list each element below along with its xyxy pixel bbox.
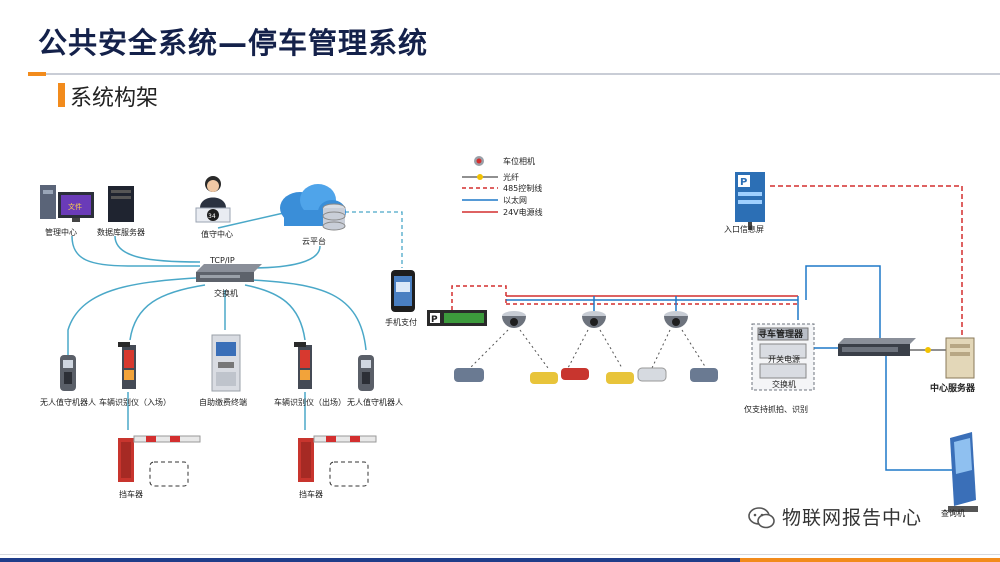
label-query-kiosk: 查询机 [941, 508, 965, 518]
svg-text:文件: 文件 [68, 202, 82, 211]
slide-title: 公共安全系统—停车管理系统 [38, 26, 429, 60]
label-park-manager: 寻车管理器 [758, 328, 804, 340]
label-vehicle-out: 车辆识别仪（出场） [274, 397, 346, 407]
label-capture-note: 仅支持抓拍、识别 [744, 404, 808, 414]
barrier-gate-1-icon [118, 435, 201, 487]
kiosk-icon [211, 334, 241, 392]
entry-screen-icon: P [735, 172, 765, 230]
title-rule-accent [28, 72, 46, 76]
duty-center-icon [195, 176, 231, 223]
label-cloud: 云平台 [302, 236, 326, 246]
label-unmanned-right: 无人值守机器人 [347, 397, 403, 407]
watermark-text: 物联网报告中心 [782, 507, 923, 529]
dome-camera-2-icon [582, 311, 606, 328]
core-switch-icon [838, 338, 916, 356]
switch-kiosk-link [885, 356, 952, 471]
query-kiosk-icon [948, 432, 978, 512]
label-barrier-2: 挡车器 [299, 489, 323, 499]
led-display-icon: P [427, 310, 487, 326]
label-vehicle-in: 车辆识别仪（入场） [99, 397, 171, 407]
dome-camera-1-icon [502, 311, 526, 328]
legend-485: 485控制线 [503, 183, 542, 193]
entry-screen-485-line [770, 185, 963, 340]
camera-bus-lines [451, 265, 881, 340]
mgmt-center-icon: 文件 [40, 185, 94, 222]
legend-power: 24V电源线 [503, 207, 543, 217]
fiber-node [925, 347, 931, 353]
phone-icon [391, 270, 415, 312]
label-power-supply: 开关电源 [768, 354, 800, 364]
vehicle-recognizer-in-icon [118, 342, 136, 389]
park-manager-box [751, 323, 815, 391]
label-mgmt-center: 管理中心 [45, 227, 77, 237]
footer-divider [0, 554, 1000, 555]
legend-fiber: 光纤 [503, 172, 519, 182]
car-icons [454, 367, 718, 384]
section-marker [58, 83, 65, 107]
legend-camera: 车位相机 [503, 156, 535, 166]
label-duty-center: 值守中心 [201, 229, 233, 239]
label-unmanned-left: 无人值守机器人 [40, 397, 96, 407]
svg-text:P: P [740, 177, 747, 188]
barrier-gate-2-icon [298, 435, 377, 487]
label-kiosk: 自助缴费终端 [199, 397, 247, 407]
label-inner-switch: 交换机 [772, 379, 796, 389]
duty-badge-num: 34 [208, 213, 216, 220]
unmanned-robot-right-icon [358, 355, 374, 391]
svg-text:P: P [431, 315, 438, 325]
center-server-icon [945, 337, 975, 379]
label-switch: 交换机 [214, 288, 238, 298]
section-title: 系统构架 [70, 86, 159, 111]
label-protocol: TCP/IP [209, 256, 235, 265]
switch-icon [196, 264, 262, 282]
unmanned-robot-left-icon [60, 355, 76, 391]
wechat-icon [748, 507, 775, 529]
cloud-icon [280, 184, 346, 231]
footer-bar-blue [0, 558, 740, 562]
camera-view-lines [469, 329, 707, 369]
label-phone-pay: 手机支付 [385, 317, 417, 327]
vehicle-recognizer-out-icon [294, 342, 312, 389]
label-center-server: 中心服务器 [930, 382, 976, 394]
dome-camera-3-icon [664, 311, 688, 328]
label-entry-screen: 入口信息屏 [724, 224, 764, 234]
label-barrier-1: 挡车器 [119, 489, 143, 499]
legend [462, 156, 498, 213]
left-connections [67, 211, 367, 430]
cloud-phone-link [345, 211, 403, 268]
db-server-icon [108, 186, 134, 222]
footer-bar-orange [740, 558, 1000, 562]
legend-ethernet: 以太网 [503, 195, 527, 205]
title-rule [28, 73, 1000, 75]
label-db-server: 数据库服务器 [97, 227, 145, 237]
